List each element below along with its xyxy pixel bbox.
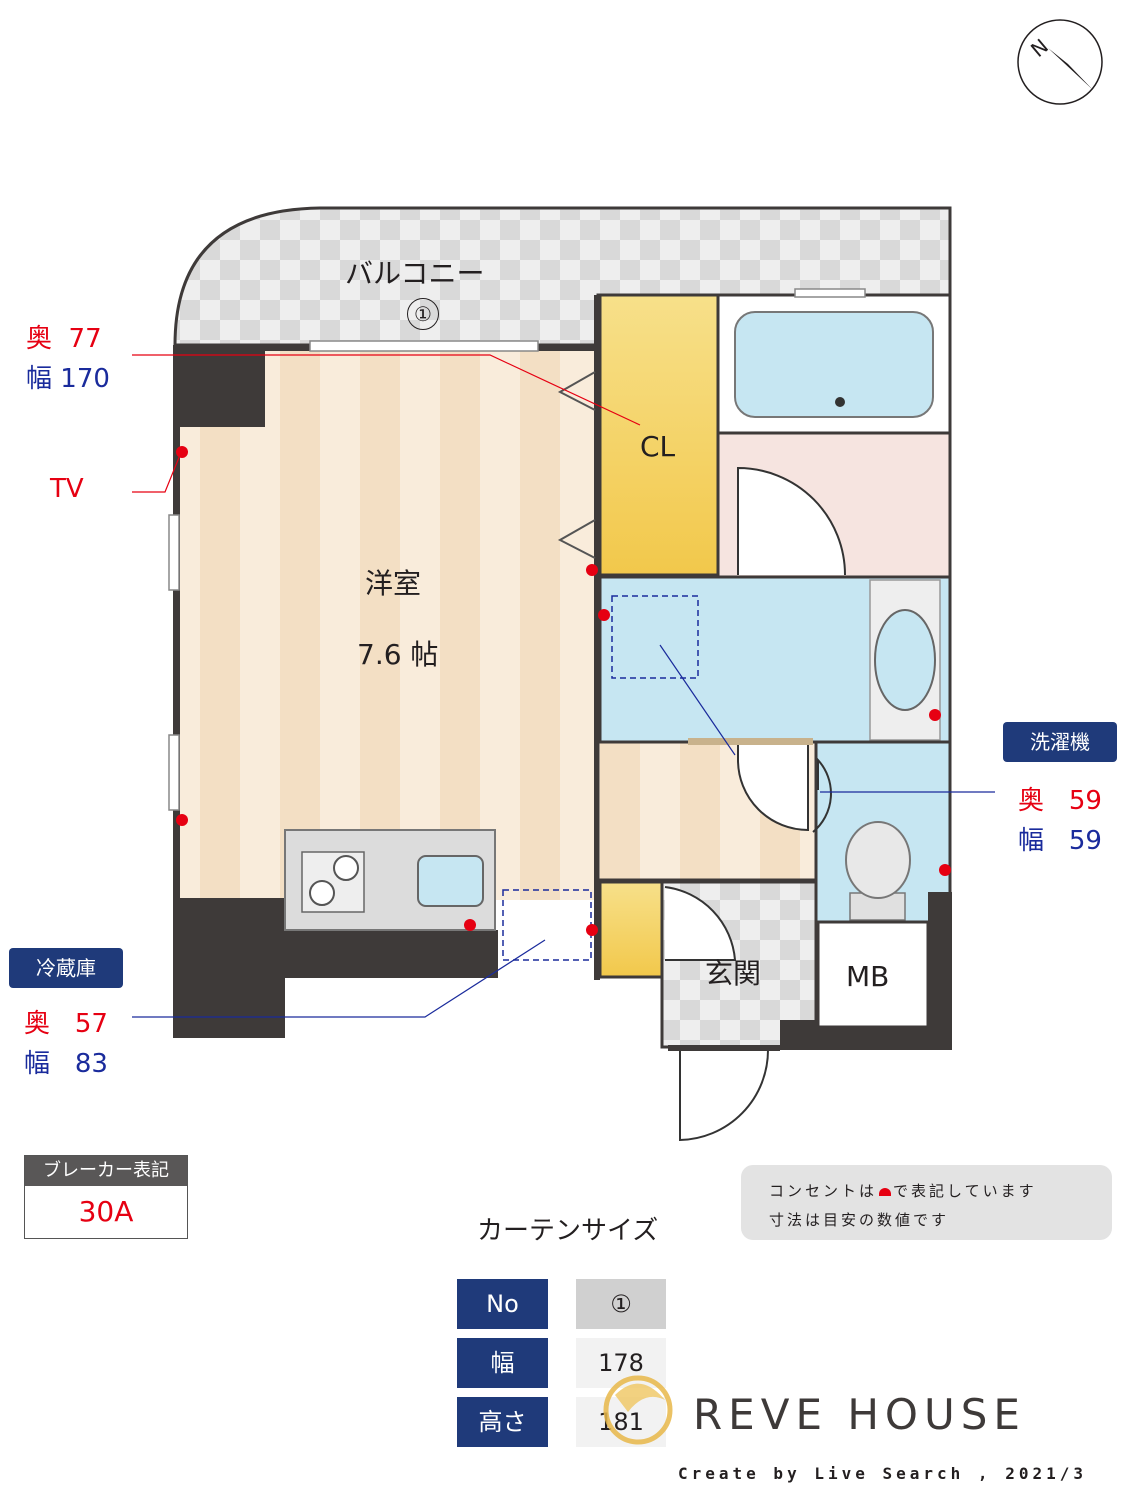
fridge-depth-value: 57 bbox=[74, 1009, 108, 1039]
western-room-floor bbox=[178, 348, 596, 900]
hall-door bbox=[737, 745, 809, 832]
washer-tag: 洗濯機 bbox=[1003, 722, 1117, 762]
tv-label: TV bbox=[50, 474, 84, 504]
closet-door-top bbox=[557, 371, 596, 411]
toilet-door bbox=[812, 757, 832, 833]
outlet-symbol-icon bbox=[879, 1188, 892, 1196]
fridge-space bbox=[502, 889, 592, 961]
room-label: 洋室 bbox=[365, 567, 422, 600]
notes-line1-start: コンセントは bbox=[769, 1182, 878, 1200]
outlet-fridge bbox=[586, 924, 598, 936]
compass bbox=[1017, 19, 1103, 105]
fridge-depth-label: 奥 bbox=[24, 1009, 51, 1039]
window-depth-value: 77 bbox=[68, 324, 102, 354]
hall-door-frame bbox=[688, 738, 813, 745]
window-leader bbox=[132, 354, 641, 426]
fridge-depth: 奥 57 bbox=[24, 1003, 108, 1040]
window-width-label: 幅 bbox=[26, 364, 53, 394]
entrance-inner-door bbox=[664, 886, 737, 961]
washer-width: 幅 59 bbox=[1018, 820, 1102, 857]
bath-window bbox=[794, 288, 866, 298]
wall-right-room bbox=[594, 295, 600, 980]
curtain-val-no: ① bbox=[576, 1279, 666, 1329]
notes-line1: コンセントはで表記しています bbox=[769, 1180, 1037, 1201]
curtain-val-height: 181 bbox=[576, 1397, 666, 1447]
washer-space bbox=[611, 595, 699, 679]
closet-label: CL bbox=[640, 430, 676, 463]
outlet-room-right bbox=[586, 564, 598, 576]
curtain-head-height: 高さ bbox=[457, 1397, 548, 1447]
balcony bbox=[173, 206, 952, 347]
washer-width-value: 59 bbox=[1068, 826, 1102, 856]
side-window-2 bbox=[168, 734, 180, 811]
wall-mb-bottom bbox=[818, 1027, 952, 1050]
fridge-width-label: 幅 bbox=[24, 1049, 51, 1079]
window-width: 幅 170 bbox=[26, 358, 110, 395]
outlet-washroom bbox=[598, 609, 610, 621]
brand-credit: Create by Live Search , 2021/3 bbox=[678, 1464, 1087, 1483]
breaker-title: ブレーカー表記 bbox=[25, 1156, 187, 1186]
side-window-1 bbox=[168, 514, 180, 591]
notes-line1-end: で表記しています bbox=[893, 1182, 1037, 1200]
outlets bbox=[176, 446, 951, 936]
window-depth-label: 奥 bbox=[26, 324, 53, 354]
balcony-window bbox=[309, 340, 539, 352]
washer-depth: 奥 59 bbox=[1018, 780, 1102, 817]
balcony-label: バルコニー bbox=[345, 257, 485, 290]
window-width-value: 170 bbox=[60, 364, 110, 394]
fridge-width: 幅 83 bbox=[24, 1043, 108, 1080]
shoe-cabinet bbox=[598, 880, 664, 979]
dressing-door bbox=[737, 466, 846, 576]
tv-leader bbox=[132, 454, 181, 493]
notes-line2: 寸法は目安の数値です bbox=[769, 1211, 950, 1229]
brand-name: REVE HOUSE bbox=[693, 1390, 1026, 1439]
curtain-table-title: カーテンサイズ bbox=[477, 1216, 659, 1246]
closet bbox=[598, 293, 720, 577]
front-door bbox=[679, 1049, 769, 1142]
curtain-head-width: 幅 bbox=[457, 1338, 548, 1388]
notes-box: コンセントはで表記しています 寸法は目安の数値です bbox=[741, 1165, 1112, 1240]
fridge-leader bbox=[132, 939, 546, 1018]
wall-mb-right bbox=[928, 892, 952, 1050]
closet-door-bottom bbox=[557, 519, 596, 559]
outlet-vanity bbox=[929, 709, 941, 721]
bathtub bbox=[734, 311, 934, 418]
fridge-tag: 冷蔵庫 bbox=[9, 948, 123, 988]
toilet-bowl bbox=[845, 821, 911, 899]
washer-depth-label: 奥 bbox=[1018, 786, 1045, 816]
window-depth: 奥 77 bbox=[26, 318, 102, 355]
washer-leader bbox=[659, 644, 995, 793]
wall-entrance-right bbox=[780, 1020, 820, 1050]
entrance-label: 玄関 bbox=[705, 957, 762, 990]
outlet-toilet bbox=[939, 864, 951, 876]
bathtub-drain bbox=[835, 397, 845, 407]
burner-1 bbox=[333, 855, 359, 881]
wall-bottom bbox=[173, 930, 498, 978]
wall-block-top-left bbox=[173, 345, 265, 427]
sink bbox=[874, 609, 936, 711]
fridge-width-value: 83 bbox=[74, 1049, 108, 1079]
balcony-curtain-number: ① bbox=[407, 298, 439, 330]
wall-left bbox=[173, 345, 180, 905]
meter-box bbox=[816, 920, 930, 1029]
burner-2 bbox=[309, 880, 335, 906]
room-size: 7.6 帖 bbox=[357, 638, 439, 671]
outlet-tv bbox=[176, 446, 188, 458]
curtain-head-no: No bbox=[457, 1279, 548, 1329]
meter-box-label: MB bbox=[846, 960, 890, 993]
washer-depth-value: 59 bbox=[1068, 786, 1102, 816]
washer-width-label: 幅 bbox=[1018, 826, 1045, 856]
front-door-frame bbox=[668, 1045, 780, 1051]
breaker-box: ブレーカー表記 30A bbox=[24, 1155, 188, 1239]
outlet-kitchen bbox=[464, 919, 476, 931]
curtain-val-width: 178 bbox=[576, 1338, 666, 1388]
breaker-value: 30A bbox=[78, 1195, 134, 1228]
outlet-left bbox=[176, 814, 188, 826]
kitchen-sink bbox=[417, 855, 484, 907]
